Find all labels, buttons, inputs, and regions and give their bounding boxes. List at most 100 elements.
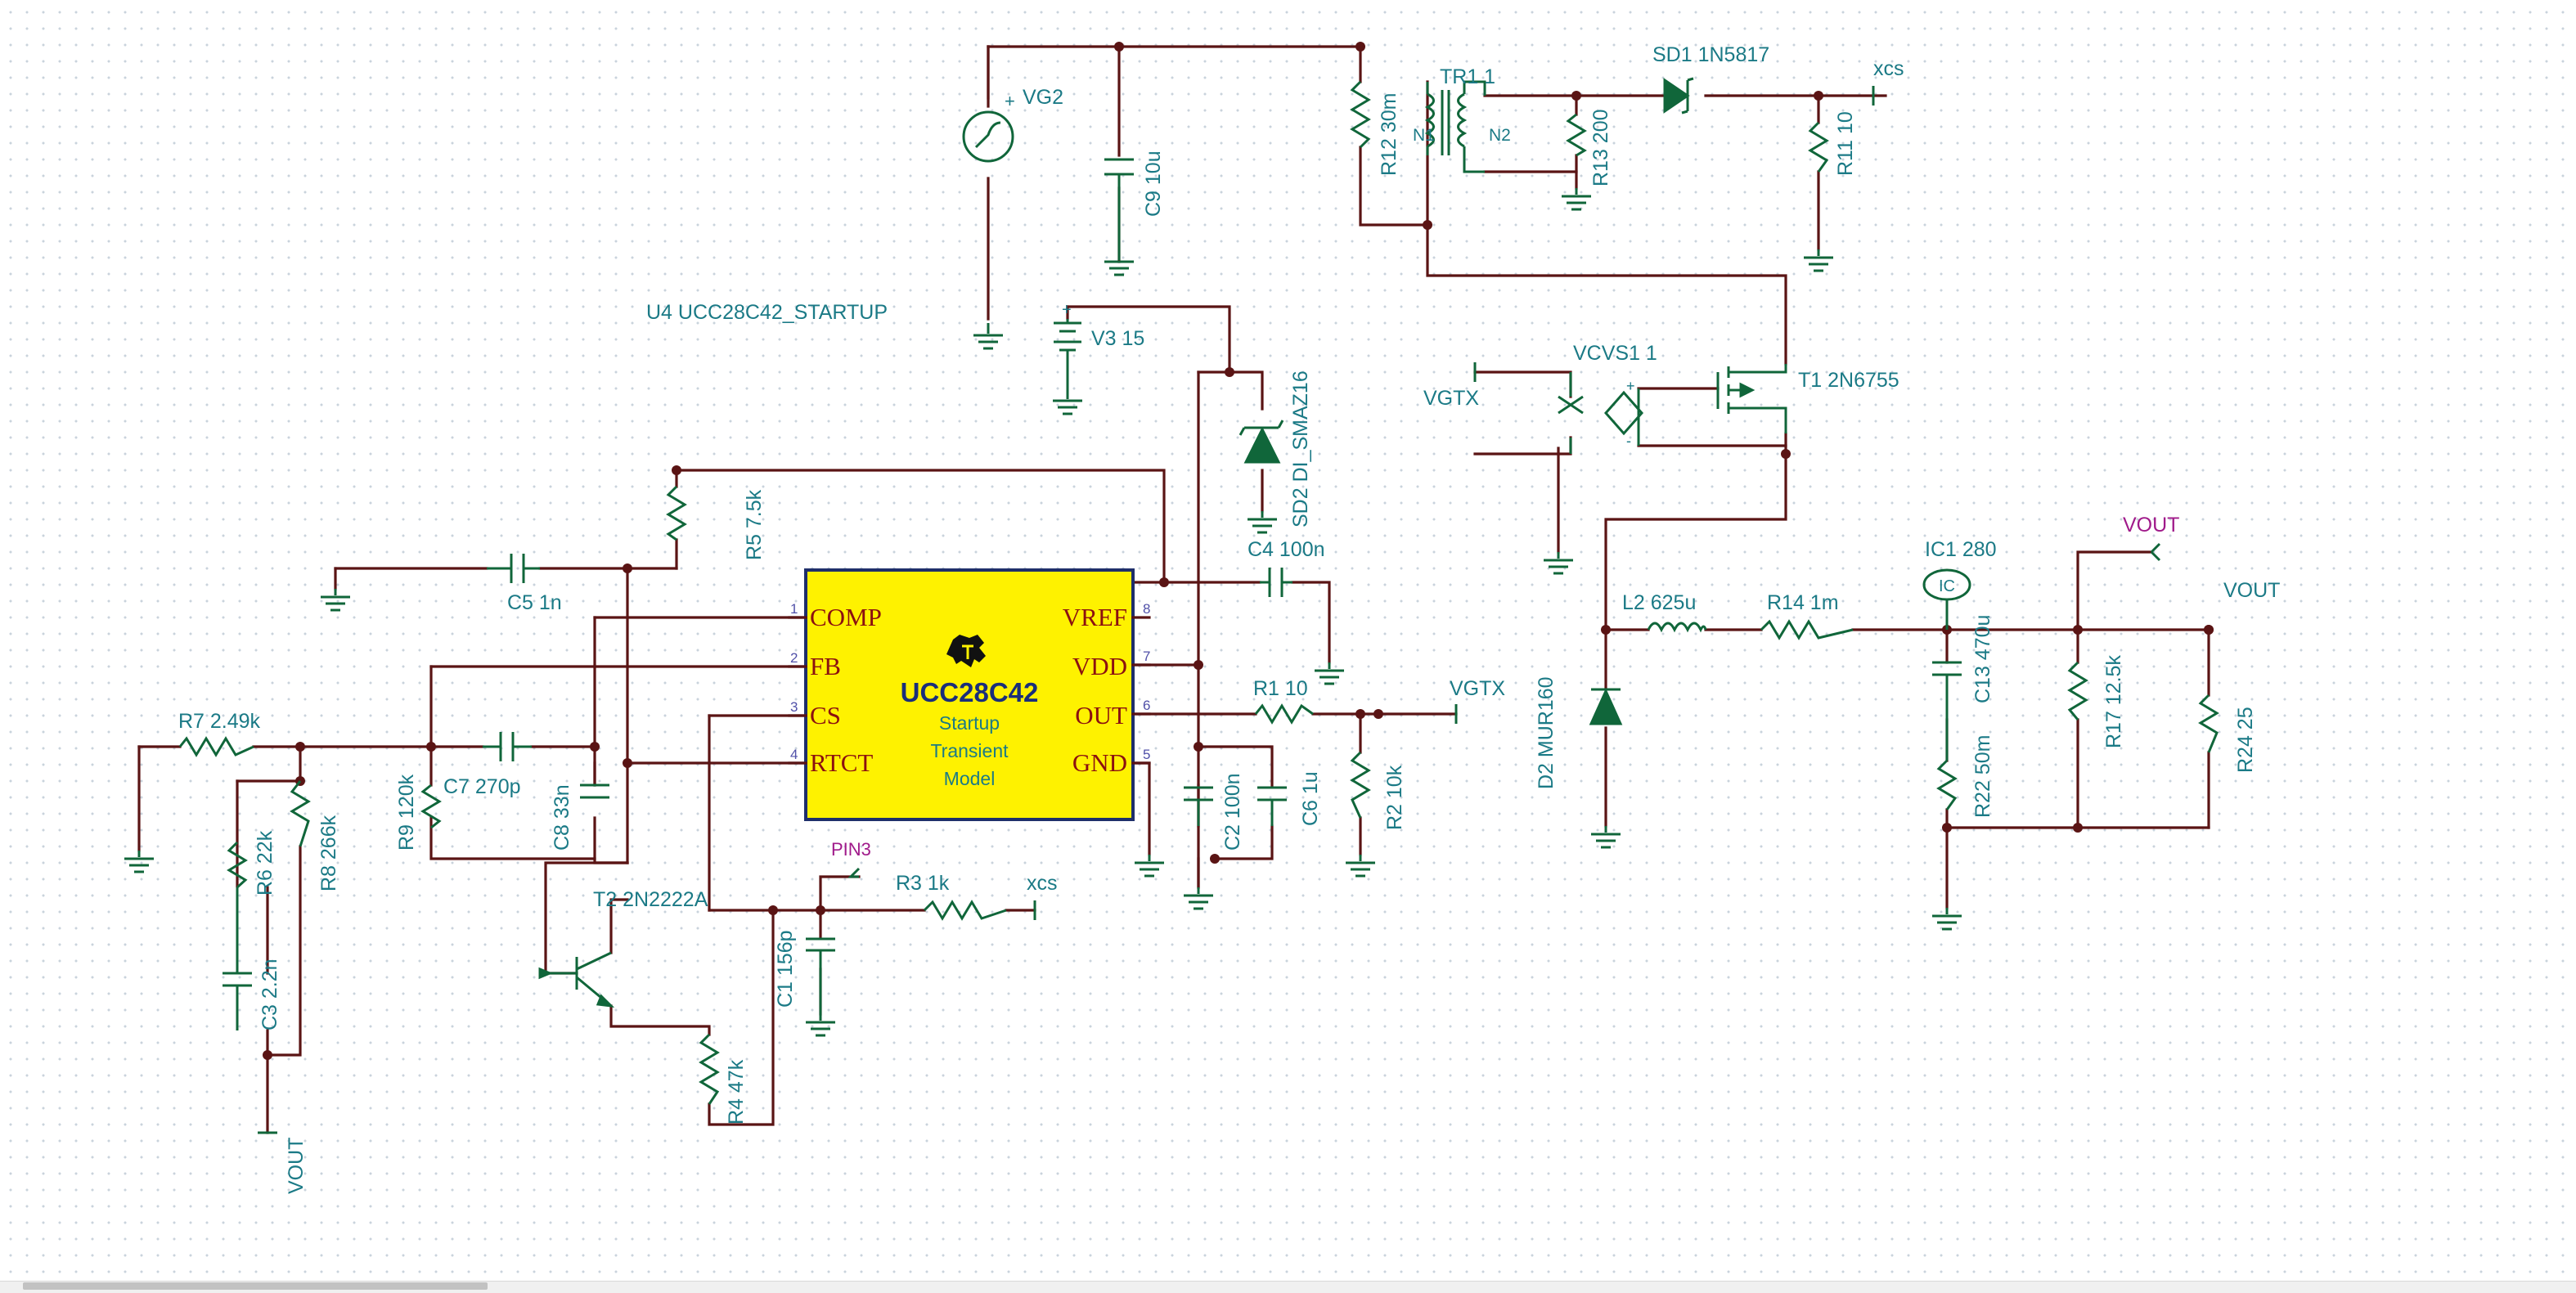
label-n1: N1 (1413, 126, 1435, 145)
resistor-r8[interactable] (290, 780, 311, 847)
label-u4: U4 UCC28C42_STARTUP (646, 301, 888, 324)
label-c7: C7 270p (443, 775, 521, 798)
label-r8: R8 266k (317, 815, 340, 891)
junctions (263, 42, 2214, 1060)
svg-text:+: + (1062, 301, 1072, 319)
label-r13: R13 200 (1589, 109, 1612, 186)
label-vcvs1: VCVS1 1 (1573, 342, 1657, 365)
pin-gnd-label: GND (1072, 748, 1127, 777)
label-xcs-mid: xcs (1027, 872, 1058, 895)
transformer-tr1[interactable] (1424, 80, 1486, 173)
pin-number: 7 (1143, 649, 1150, 664)
ground-symbol (1053, 393, 1082, 415)
resistor-r24[interactable] (2198, 694, 2219, 753)
capacitor-c7[interactable] (483, 732, 532, 761)
ground-symbol (1104, 254, 1134, 276)
label-ic1: IC1 280 (1925, 538, 1997, 561)
vcvs-vcvs1[interactable]: + - (1558, 372, 1643, 454)
label-r5: R5 7.5k (743, 489, 766, 560)
pin3-port[interactable] (847, 867, 861, 878)
capacitor-c6[interactable] (1257, 786, 1287, 826)
ic-ucc28c42[interactable] (788, 568, 1151, 821)
label-r22: R22 50m (1971, 735, 1994, 818)
resistor-r9[interactable] (420, 783, 442, 829)
capacitor-c2[interactable] (1184, 786, 1213, 826)
ground-symbol (321, 589, 350, 612)
capacitor-c8[interactable] (580, 783, 609, 799)
resistor-r1[interactable] (1254, 703, 1314, 725)
label-vout-bottom: VOUT (285, 1138, 308, 1194)
capacitor-c3[interactable] (223, 887, 252, 1030)
resistor-r14[interactable] (1760, 619, 1854, 640)
ground-symbol (124, 851, 154, 873)
vout-port-right[interactable] (2204, 625, 2214, 635)
ic-name: UCC28C42 (901, 677, 1039, 707)
ic-subtitle-line: Startup (939, 712, 1000, 734)
resistor-r17[interactable] (2067, 661, 2088, 721)
voltage-generator-vg2[interactable]: + (962, 91, 1015, 163)
capacitor-c5[interactable] (487, 554, 540, 583)
label-v3: V3 15 (1091, 327, 1144, 350)
battery-v3[interactable]: + (1054, 301, 1081, 393)
capacitor-c4[interactable] (1260, 568, 1292, 597)
ground-symbol (1804, 249, 1833, 272)
label-sd1: SD1 1N5817 (1652, 43, 1769, 66)
mosfet-t1[interactable] (1637, 364, 1787, 446)
label-r2: R2 10k (1383, 765, 1406, 830)
label-r1: R1 10 (1253, 677, 1308, 700)
pin-vref-label: VREF (1063, 603, 1127, 631)
label-c9: C9 10u (1142, 150, 1165, 217)
bjt-t2[interactable] (546, 951, 615, 1008)
label-r9: R9 120k (395, 774, 418, 851)
horizontal-scrollbar[interactable] (0, 1281, 2576, 1293)
ground-symbol (1562, 188, 1591, 211)
capacitor-c13[interactable] (1932, 661, 1962, 761)
label-d2: D2 MUR160 (1535, 676, 1558, 789)
label-r7: R7 2.49k (178, 710, 261, 733)
svg-text:+: + (1005, 91, 1015, 111)
resistor-r6[interactable] (227, 841, 248, 889)
label-c6: C6 1u (1299, 771, 1322, 826)
ti-logo-icon (946, 635, 986, 667)
resistor-r2[interactable] (1350, 751, 1371, 819)
diode-d2[interactable] (1589, 688, 1623, 725)
pin-number: 2 (790, 650, 798, 666)
pin-number: 1 (790, 601, 798, 617)
ic-text: UCC28C42 Startup Transient Model COMP FB… (790, 601, 1150, 789)
scrollbar-thumb[interactable] (23, 1282, 488, 1290)
resistor-r11[interactable] (1808, 121, 1829, 173)
zener-diode-sd2[interactable] (1239, 420, 1284, 464)
capacitor-c1[interactable] (806, 937, 835, 1014)
ic-mark: IC (1939, 577, 1955, 595)
resistor-r4[interactable] (699, 1033, 720, 1105)
initial-condition-ic1[interactable] (1922, 568, 1971, 630)
label-c13: C13 470u (1971, 615, 1994, 703)
ground-symbol (973, 323, 1003, 350)
capacitor-c9[interactable] (1104, 158, 1134, 254)
label-pin3: PIN3 (831, 839, 871, 860)
inductor-l2[interactable] (1647, 622, 1707, 633)
ground-symbol (1184, 887, 1213, 910)
component-labels: VG2 C9 10u R12 30m TR1 1 N1 N2 R13 200 S… (178, 43, 2280, 1194)
ground-symbol (1346, 855, 1375, 878)
label-c3: C3 2.2n (258, 959, 281, 1030)
ground-symbol (1315, 662, 1344, 685)
resistor-r12[interactable] (1350, 80, 1371, 149)
resistor-r22[interactable] (1936, 759, 1958, 810)
label-vgtx-right: VGTX (1450, 677, 1505, 700)
label-tr1: TR1 1 (1440, 65, 1495, 88)
ground-symbol (1135, 855, 1164, 878)
resistor-r3[interactable] (923, 900, 1007, 921)
label-t2: T2 2N2222A (593, 888, 708, 911)
pin-comp-label: COMP (810, 603, 882, 631)
resistor-r5[interactable] (666, 485, 687, 541)
pin-number: 3 (790, 699, 798, 715)
label-c4: C4 100n (1248, 538, 1325, 561)
vout-port-top[interactable] (2150, 542, 2161, 562)
resistor-r7[interactable] (178, 736, 254, 757)
resistor-r13[interactable] (1566, 113, 1587, 157)
label-vg2: VG2 (1023, 86, 1063, 109)
diode-sd1[interactable] (1663, 77, 1694, 114)
